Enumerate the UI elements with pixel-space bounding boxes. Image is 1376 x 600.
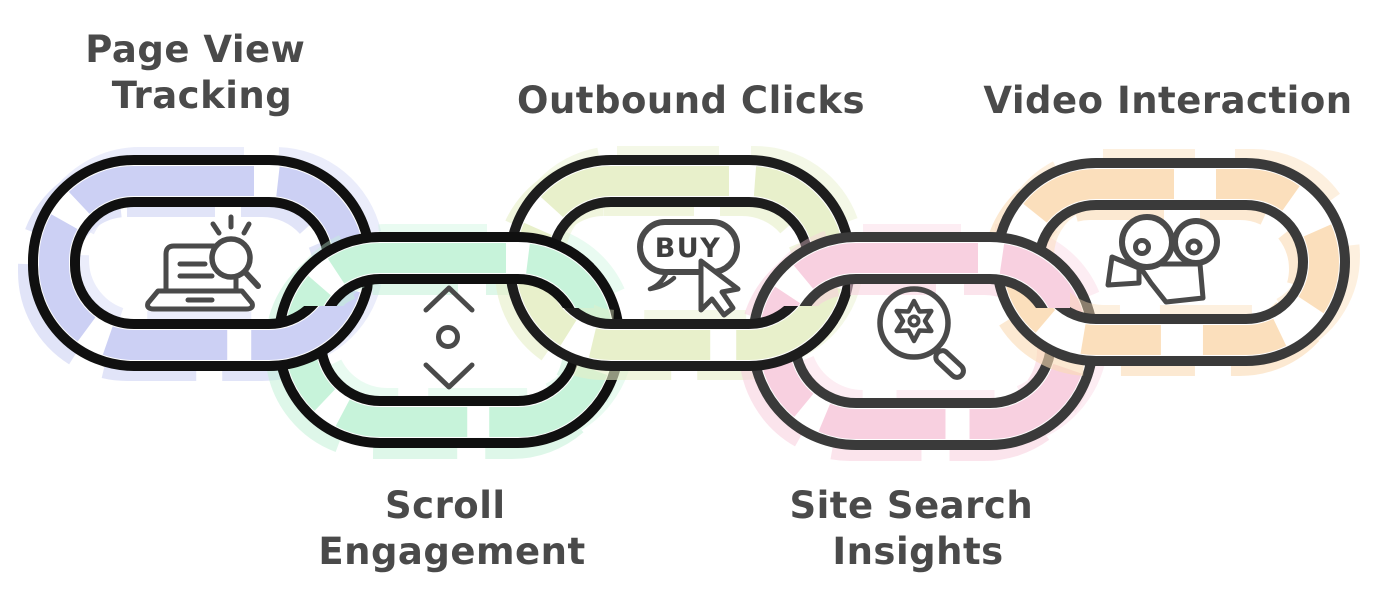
node-label-video-interaction: Video Interaction	[983, 79, 1352, 122]
scroll-dot	[436, 325, 460, 349]
film-camera-icon	[1105, 214, 1220, 305]
gear-center-dot	[907, 314, 921, 328]
node-label-scroll-engagement: Scroll Engagement	[318, 484, 585, 573]
bubble-tail	[647, 269, 677, 292]
node-label-site-search-insights: Site Search Insights	[789, 484, 1046, 573]
laptop-screen	[163, 243, 217, 294]
chevron-up-icon	[423, 285, 475, 313]
chevron-down-icon	[423, 362, 475, 390]
cursor-icon	[698, 258, 741, 318]
buy-bubble	[637, 219, 740, 275]
search-gear-icon	[877, 286, 966, 380]
camera-reel-left-hub	[1133, 238, 1151, 256]
camera-lens	[1105, 254, 1142, 288]
node-label-outbound-clicks: Outbound Clicks	[517, 79, 865, 122]
laptop-search-icon	[145, 214, 261, 312]
magnifier-handle	[242, 269, 261, 289]
buy-button-cursor-icon: BUY	[637, 219, 741, 318]
scroll-arrows-icon	[423, 285, 475, 390]
camera-reel-right-hub	[1185, 238, 1203, 256]
sparkle-rays	[210, 214, 252, 236]
node-label-page-view-tracking: Page View Tracking	[85, 28, 318, 117]
buy-label: BUY	[655, 233, 722, 264]
search-handle	[933, 348, 966, 380]
search-lens	[877, 286, 951, 360]
magnifier-lens	[209, 236, 253, 280]
gear-icon	[894, 298, 934, 344]
